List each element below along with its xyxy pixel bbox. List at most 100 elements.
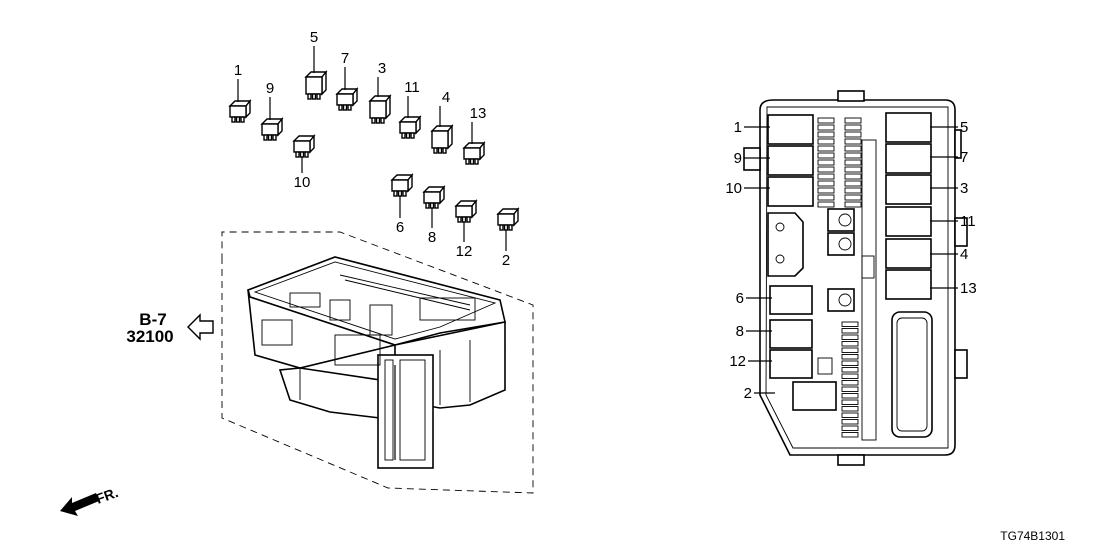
box-callout-12: 12 [729, 353, 772, 370]
relay-callout-label: 9 [266, 80, 274, 97]
fuse-slot [817, 145, 835, 152]
box-callouts: 1 9 10 6 8 12 2 5 7 3 11 4 13 [725, 119, 976, 402]
fuse-slot [844, 194, 862, 201]
fuse-slot [841, 360, 859, 366]
box-callout-13: 13 [930, 280, 977, 297]
callout-label: 4 [960, 246, 968, 263]
relay-callout-label: 6 [396, 219, 404, 236]
relay-5: 5 [304, 29, 328, 100]
diagram-code: TG74B1301 [1000, 529, 1065, 543]
relay-12: 12 [454, 199, 478, 260]
box-callout-10: 10 [725, 180, 770, 197]
fuse-slot [817, 117, 835, 124]
callout-label: 2 [744, 385, 752, 402]
fuse-slot [844, 117, 862, 124]
reference-line2: 32100 [126, 327, 173, 346]
relay-callout-label: 3 [378, 60, 386, 77]
fuse-slot [844, 145, 862, 152]
relay-2: 2 [496, 207, 520, 269]
fuse-box-3d [247, 256, 506, 469]
fuse-slot [841, 328, 859, 334]
fuse-slot [841, 347, 859, 353]
callout-label: 8 [736, 323, 744, 340]
relay-callout-label: 11 [404, 79, 420, 96]
relay-callout-label: 4 [442, 89, 450, 106]
relay-callout-label: 2 [502, 252, 510, 269]
fuse-slot [844, 180, 862, 187]
fuse-slot [844, 138, 862, 145]
box-callout-2: 2 [744, 385, 775, 402]
relay-callout-label: 10 [294, 174, 311, 191]
fuse-slot [844, 201, 862, 208]
box-callout-3: 3 [930, 180, 968, 197]
fuse-box-top-view [743, 90, 968, 466]
relay-7: 7 [335, 50, 359, 111]
fuse-slot [844, 152, 862, 159]
fuse-slot [817, 152, 835, 159]
box-callout-9: 9 [734, 150, 770, 167]
assembly-outline [221, 231, 534, 494]
fuse-slot [817, 166, 835, 173]
fuse-slot [841, 321, 859, 327]
fuse-slot [841, 412, 859, 418]
fuse-slot [841, 354, 859, 360]
callout-label: 7 [960, 149, 968, 166]
box-callout-4: 4 [930, 246, 968, 263]
fuse-slot [841, 399, 859, 405]
fuse-slot [817, 124, 835, 131]
fuse-slot [841, 367, 859, 373]
relay-6: 6 [390, 173, 414, 236]
box-callout-7: 7 [930, 149, 968, 166]
box-callout-5: 5 [930, 119, 968, 136]
fuse-slot [817, 201, 835, 208]
relay-callout-label: 12 [456, 243, 473, 260]
relay-4: 4 [430, 89, 454, 154]
box-callout-8: 8 [736, 323, 772, 340]
fuse-slot [841, 393, 859, 399]
fuse-slot [841, 380, 859, 386]
fuse-slot [841, 406, 859, 412]
fuse-slot [844, 166, 862, 173]
box-callout-6: 6 [736, 290, 772, 307]
relay-1: 1 [228, 62, 252, 123]
fuse-slot [844, 173, 862, 180]
front-arrow-icon [60, 493, 99, 516]
front-label: FR. [94, 484, 121, 507]
fuse-slot [844, 131, 862, 138]
relay-callout-label: 13 [470, 105, 487, 122]
relay-callout-label: 1 [234, 62, 242, 79]
callout-label: 6 [736, 290, 744, 307]
fuse-slot [844, 187, 862, 194]
fuse-slot [817, 180, 835, 187]
callout-label: 12 [729, 353, 746, 370]
box-callout-11: 11 [930, 213, 976, 230]
relay-11: 11 [398, 79, 422, 139]
fuse-slot [817, 138, 835, 145]
fuse-slot [841, 425, 859, 431]
fuse-slot [844, 124, 862, 131]
fuse-slot [841, 432, 859, 438]
relay-13: 13 [462, 105, 487, 165]
fuse-slot [841, 341, 859, 347]
relay-callout-label: 7 [341, 50, 349, 67]
relay-callout-label: 8 [428, 229, 436, 246]
callout-label: 1 [734, 119, 742, 136]
callout-label: 3 [960, 180, 968, 197]
front-direction-indicator: FR. [60, 484, 120, 516]
relay-callout-label: 5 [310, 29, 318, 46]
callout-label: 10 [725, 180, 742, 197]
callout-label: 5 [960, 119, 968, 136]
fuse-slot [817, 159, 835, 166]
relay-8: 8 [422, 185, 446, 246]
callout-label: 11 [960, 213, 976, 230]
reference-line1: B-7 [139, 310, 166, 329]
fuse-slot [817, 131, 835, 138]
fuse-slot [844, 159, 862, 166]
reference-label: B-7 32100 [126, 310, 214, 346]
fuse-slot [841, 334, 859, 340]
fuse-slot [841, 419, 859, 425]
relay-9: 9 [260, 80, 284, 141]
box-callout-1: 1 [734, 119, 770, 136]
